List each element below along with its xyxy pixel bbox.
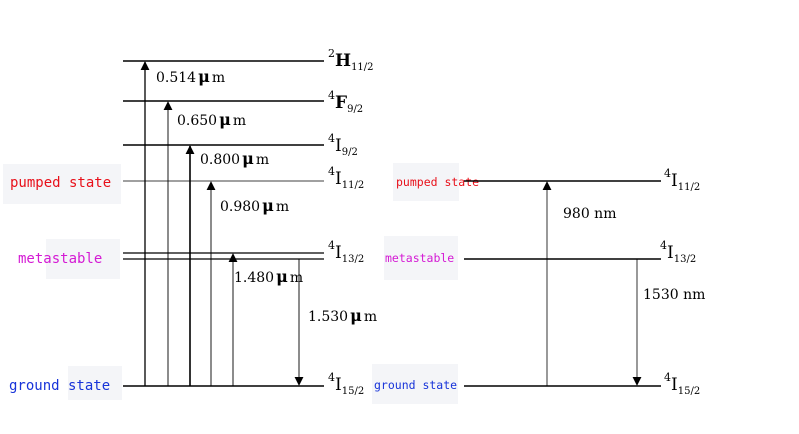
metastable-label-bg <box>46 239 120 279</box>
right-ground-state-label: ground state <box>374 378 457 392</box>
ground-state-label: ground state <box>9 378 110 394</box>
term-4I15: 4I15/2 <box>328 371 364 397</box>
metastable-label: metastable <box>18 251 102 267</box>
pumped-label-bg <box>3 164 121 204</box>
term-4I9: 4I9/2 <box>328 132 358 158</box>
right-label-980nm: 980 nm <box>563 206 616 222</box>
right-ground-label-bg <box>372 364 458 404</box>
right-label-1530nm: 1530 nm <box>643 287 705 303</box>
right-term-4I11: 4I11/2 <box>664 167 700 193</box>
left-panel: pumped state metastable ground state 0.5… <box>3 47 377 400</box>
pumped-state-label: pumped state <box>10 175 111 191</box>
right-metastable-label-bg <box>384 236 458 280</box>
term-2H11: 2H11/2 <box>328 47 374 73</box>
term-4F9: 4F9/2 <box>328 89 363 115</box>
term-4I13: 4I13/2 <box>328 239 364 265</box>
ground-label-bg <box>68 366 122 400</box>
term-4I11: 4I11/2 <box>328 165 364 191</box>
right-term-4I15: 4I15/2 <box>664 371 700 397</box>
right-term-4I13: 4I13/2 <box>660 239 696 265</box>
right-panel: pumped state metastable ground state 980… <box>372 163 705 404</box>
right-metastable-label: metastable <box>385 251 454 265</box>
right-pumped-state-label: pumped state <box>396 175 479 189</box>
right-pumped-label-bg <box>393 163 459 201</box>
